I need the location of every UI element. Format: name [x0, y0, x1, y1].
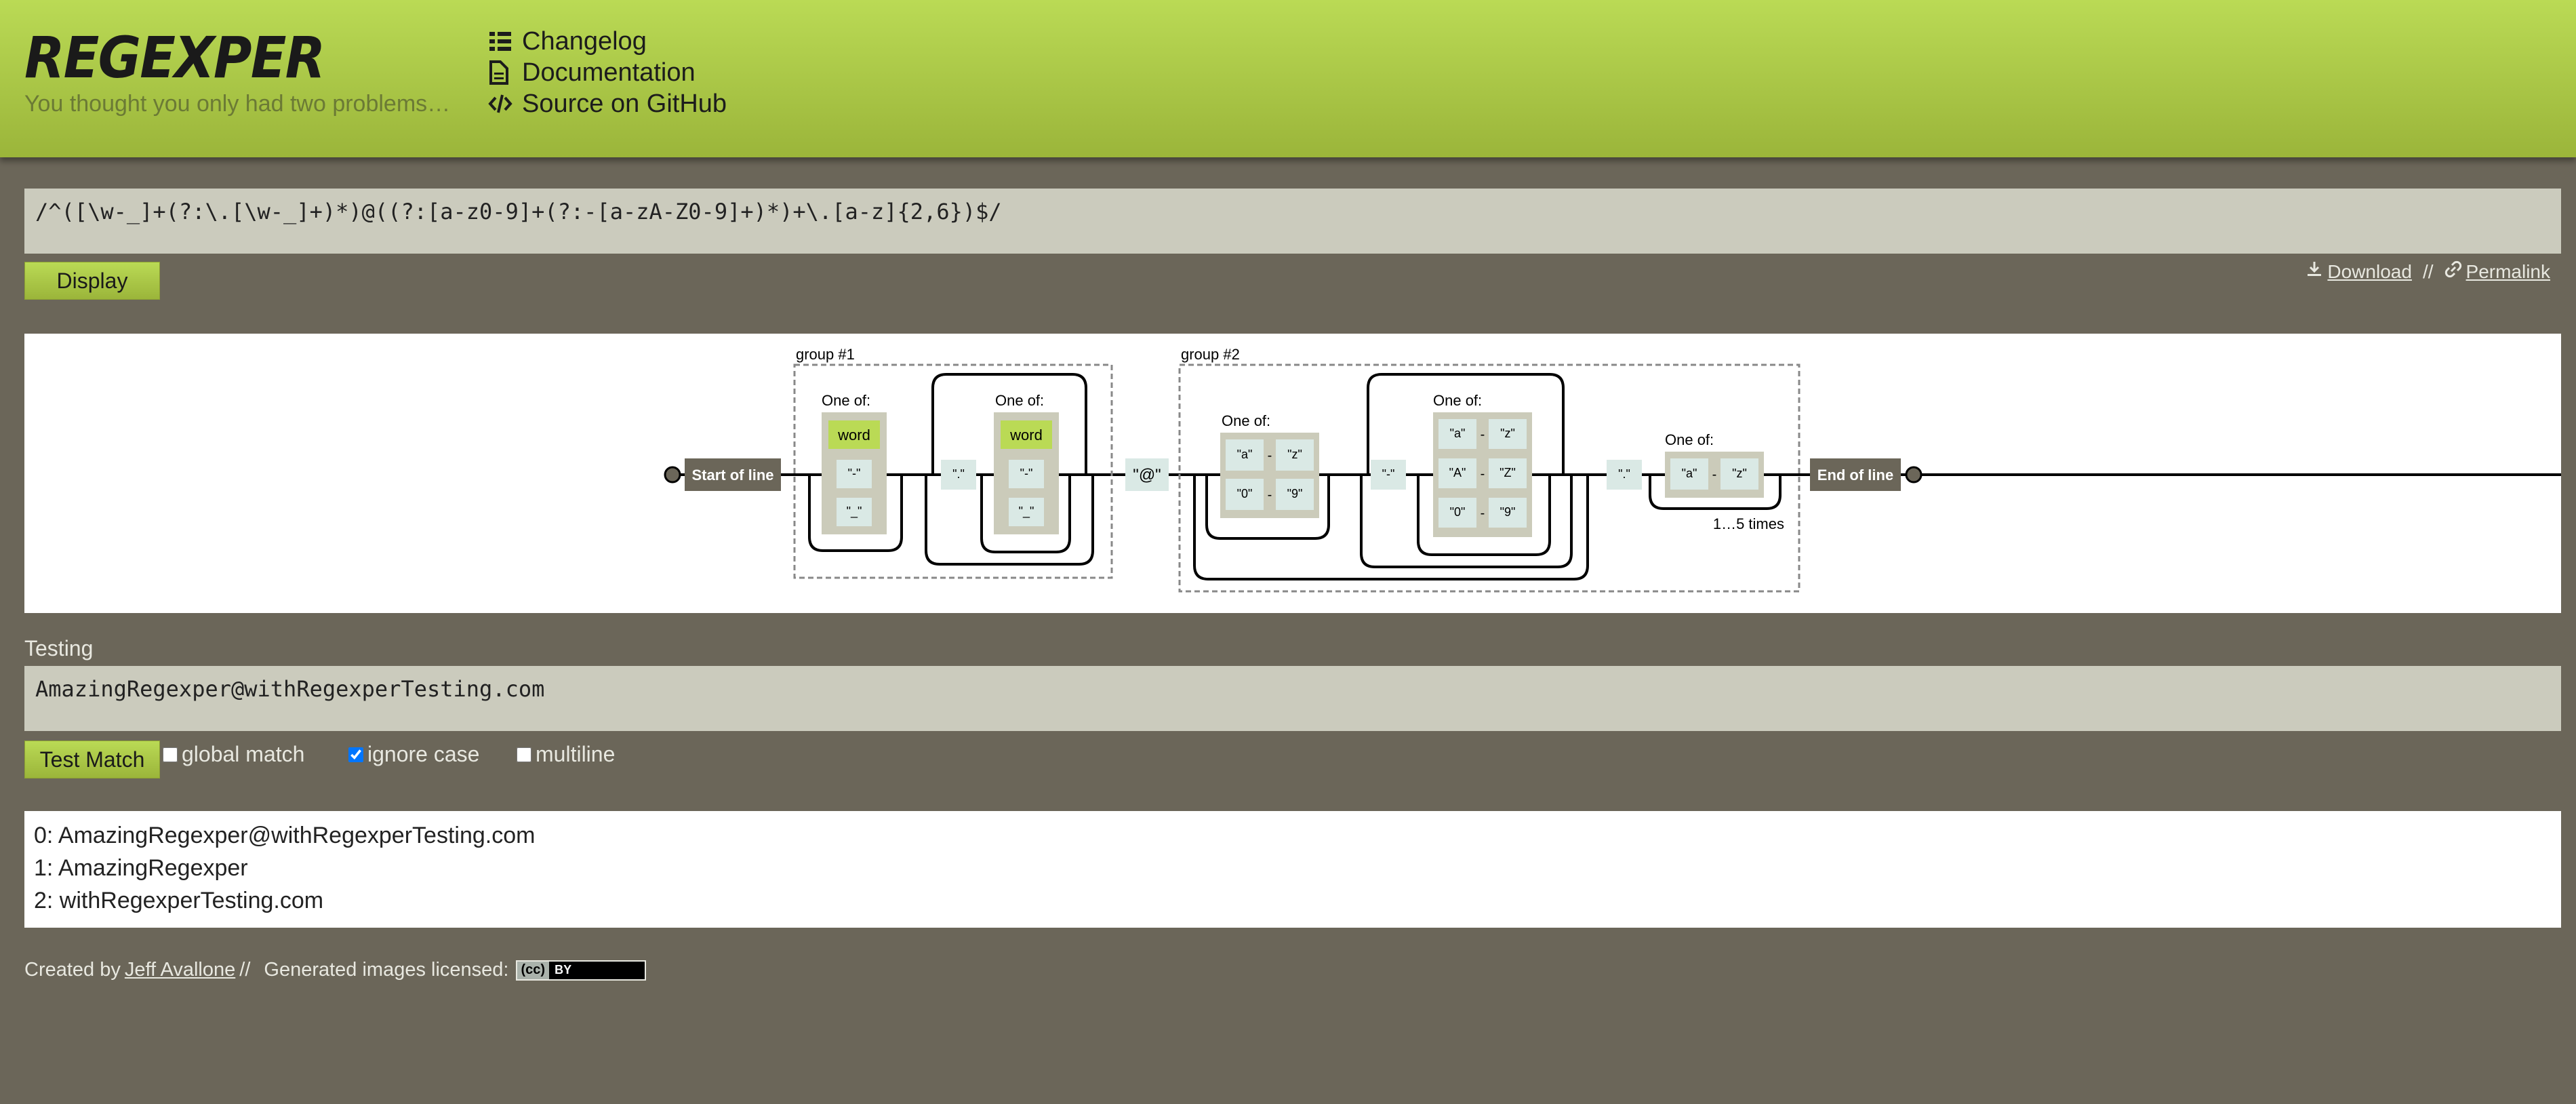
svg-text:"_": "_" — [1019, 505, 1034, 519]
end-of-line-label: End of line — [1817, 467, 1893, 484]
result-line: 1: AmazingRegexper — [34, 855, 248, 881]
author-link[interactable]: Jeff Avallone — [124, 959, 236, 981]
svg-text:"-": "-" — [1020, 467, 1033, 480]
svg-text:One of:: One of: — [995, 392, 1044, 409]
regex-input[interactable] — [24, 189, 2561, 254]
header: REGEXPER You thought you only had two pr… — [0, 0, 2576, 157]
svg-text:"@": "@" — [1133, 466, 1161, 484]
links-separator: // — [2422, 260, 2434, 282]
nav-documentation-label: Documentation — [522, 58, 696, 87]
global-match-checkbox[interactable] — [163, 747, 178, 762]
svg-text:-: - — [1268, 488, 1272, 502]
nav-documentation-link[interactable]: Documentation — [487, 57, 727, 88]
code-icon — [487, 90, 514, 117]
display-button[interactable]: Display — [24, 262, 160, 300]
group2-box — [1178, 363, 1800, 593]
svg-text:"z": "z" — [1732, 467, 1747, 480]
group2-label: group #2 — [1181, 346, 1240, 363]
link-icon — [2444, 260, 2462, 283]
test-input[interactable] — [24, 666, 2561, 731]
svg-text:-: - — [1481, 506, 1485, 521]
multiline-label: multiline — [536, 742, 616, 766]
start-of-line-label: Start of line — [691, 467, 773, 484]
svg-text:"z": "z" — [1287, 448, 1302, 461]
group1-oneof1-label: One of: — [822, 392, 870, 409]
result-line: 0: AmazingRegexper@withRegexperTesting.c… — [34, 823, 536, 848]
license-label: Generated images licensed: — [264, 959, 509, 981]
group1-label: group #1 — [796, 346, 855, 363]
end-node — [1905, 466, 1923, 484]
global-match-option[interactable]: global match — [163, 742, 304, 767]
dot-literal — [941, 460, 976, 490]
footer-separator: // — [239, 959, 251, 981]
svg-text:-: - — [1712, 467, 1717, 482]
tagline: You thought you only had two problems… — [24, 91, 451, 117]
svg-text:"a": "a" — [1237, 448, 1253, 461]
svg-text:"z": "z" — [1500, 427, 1515, 440]
at-literal — [1125, 458, 1169, 491]
svg-text:".": "." — [1618, 467, 1630, 481]
svg-text:-: - — [1481, 427, 1485, 442]
group1-box — [793, 363, 1113, 579]
start-of-line-box — [685, 458, 781, 491]
cc-logo: (cc) — [517, 961, 550, 979]
nav-menu: Changelog Documentation Source on GitHub — [487, 26, 727, 119]
svg-text:"-": "-" — [1382, 467, 1395, 481]
result-line: 2: withRegexperTesting.com — [34, 888, 324, 913]
svg-text:One of:: One of: — [1222, 412, 1270, 429]
download-link[interactable]: Download — [2327, 260, 2412, 282]
download-icon — [2306, 260, 2323, 283]
multiline-checkbox[interactable] — [517, 747, 531, 762]
svg-text:-: - — [1268, 448, 1272, 463]
nav-changelog-label: Changelog — [522, 26, 647, 56]
cc-by-label: BY — [555, 963, 572, 977]
svg-text:"Z": "Z" — [1500, 466, 1516, 479]
multiline-option[interactable]: multiline — [517, 742, 615, 767]
nav-changelog-link[interactable]: Changelog — [487, 26, 727, 57]
nav-github-label: Source on GitHub — [522, 89, 727, 118]
svg-text:"0": "0" — [1450, 505, 1466, 519]
svg-text:One of:: One of: — [1433, 392, 1482, 409]
ignore-case-option[interactable]: ignore case — [348, 742, 479, 767]
end-of-line-box — [1810, 458, 1901, 491]
svg-text:"a": "a" — [1450, 427, 1466, 440]
svg-text:"-": "-" — [848, 467, 861, 480]
svg-text:"0": "0" — [1237, 487, 1253, 500]
footer: Created by Jeff Avallone // Generated im… — [24, 959, 647, 981]
cc-license-badge[interactable]: (cc) BY — [515, 960, 647, 981]
match-results: 0: AmazingRegexper@withRegexperTesting.c… — [24, 811, 2561, 928]
permalink-link[interactable]: Permalink — [2466, 260, 2550, 282]
hyphen-literal — [1371, 460, 1406, 490]
start-node — [664, 466, 681, 484]
diagram-links: Download // Permalink — [2306, 260, 2550, 283]
dot-literal-2 — [1607, 460, 1642, 490]
global-match-label: global match — [182, 742, 305, 766]
regex-diagram: Start of line End of line group #1 One o… — [24, 334, 2561, 613]
svg-text:-: - — [1481, 467, 1485, 481]
repeat-label: 1…5 times — [1713, 515, 1784, 532]
document-icon — [487, 59, 514, 86]
svg-text:"A": "A" — [1449, 466, 1466, 479]
created-by-label: Created by — [24, 959, 121, 981]
svg-text:"a": "a" — [1682, 467, 1697, 480]
nav-github-link[interactable]: Source on GitHub — [487, 88, 727, 119]
ignore-case-label: ignore case — [367, 742, 480, 766]
testing-label: Testing — [24, 636, 94, 661]
svg-text:word: word — [1009, 427, 1043, 443]
svg-text:"_": "_" — [847, 505, 862, 519]
svg-text:word: word — [837, 427, 870, 443]
word-class-2 — [1001, 420, 1052, 449]
test-match-button[interactable]: Test Match — [24, 741, 160, 778]
list-icon — [487, 28, 514, 55]
svg-text:One of:: One of: — [1665, 431, 1714, 448]
word-class-1 — [828, 420, 880, 449]
svg-text:"9": "9" — [1500, 505, 1516, 519]
logo[interactable]: REGEXPER — [24, 24, 325, 91]
ignore-case-checkbox[interactable] — [348, 747, 363, 762]
svg-text:".": "." — [952, 467, 965, 481]
svg-text:"9": "9" — [1287, 487, 1303, 500]
